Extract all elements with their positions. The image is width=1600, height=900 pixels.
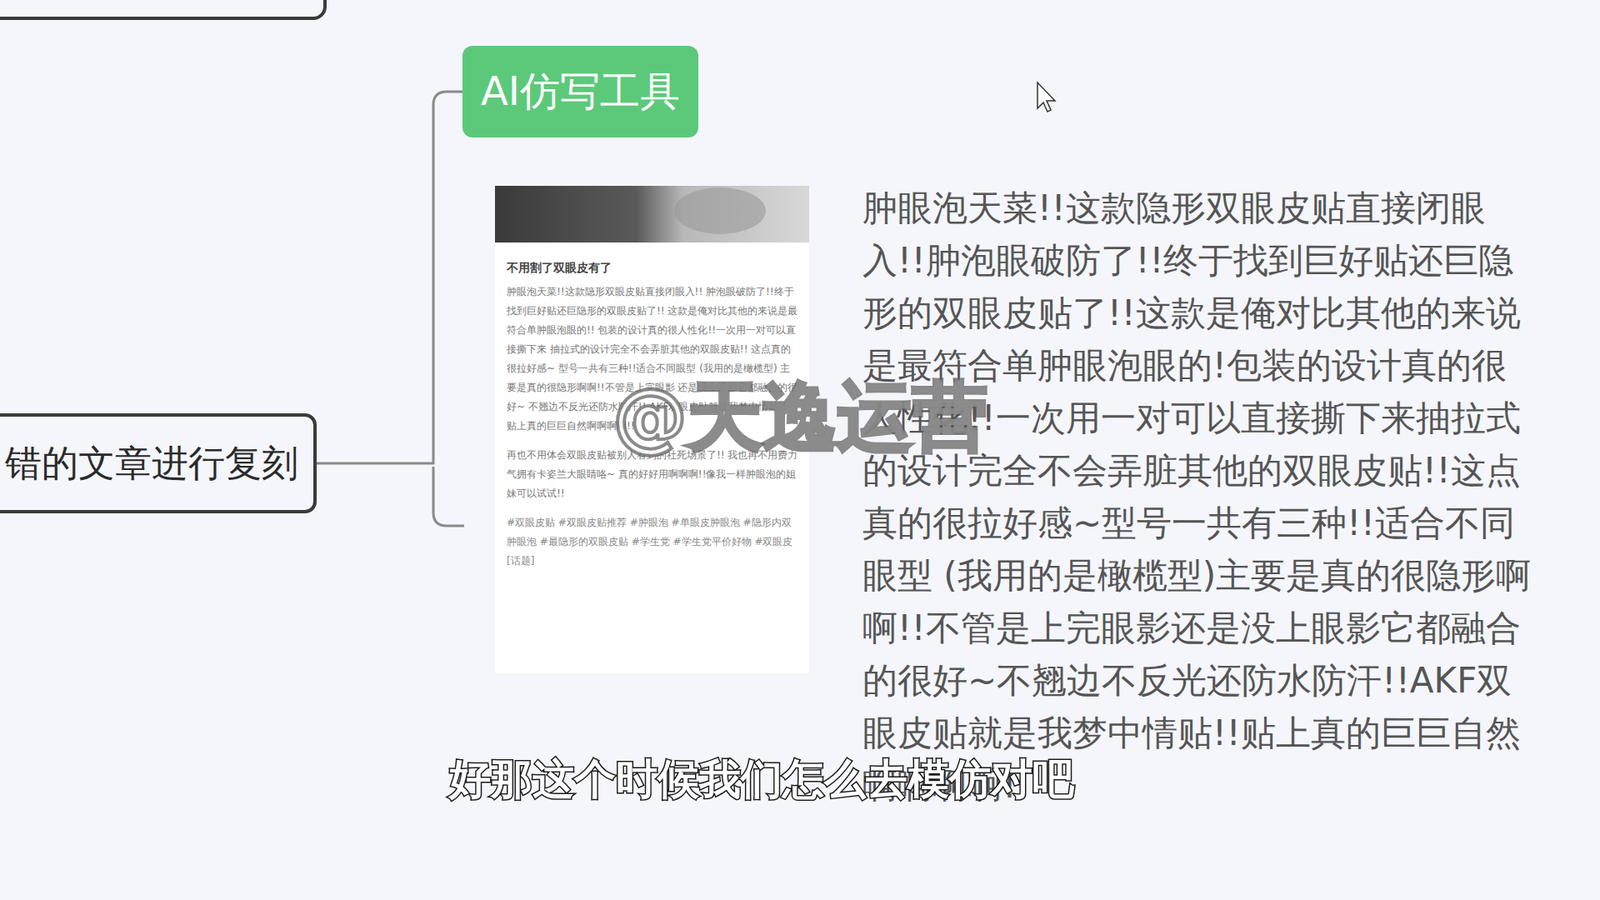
node-label: 错的文章进行复刻 <box>5 439 299 489</box>
watermark: @天逸运营 <box>612 372 988 460</box>
article-body-text: 肿眼泡天菜!!这款隐形双眼皮贴直接闭眼入!!肿泡眼破防了!!终于找到巨好贴还巨隐… <box>862 181 1534 812</box>
connector-line <box>316 91 463 464</box>
video-subtitle: 好那这个时候我们怎么去模仿对吧 <box>449 755 1075 804</box>
screenshot-hashtags: #双眼皮贴 #双眼皮贴推荐 #肿眼泡 #单眼皮肿眼泡 #隐形内双肿眼泡 #最隐形… <box>506 513 799 571</box>
bracket-branch <box>433 466 465 526</box>
node-label: AI仿写工具 <box>480 65 680 119</box>
photo-strip <box>495 185 810 243</box>
cut-off-box <box>0 0 325 19</box>
mouse-cursor <box>1037 82 1055 112</box>
topic-box: 错的文章进行复刻 <box>0 413 317 514</box>
screenshot-title: 不用割了双眼皮有了 <box>506 260 799 276</box>
connector <box>316 91 463 464</box>
tool-node: AI仿写工具 <box>462 45 699 138</box>
